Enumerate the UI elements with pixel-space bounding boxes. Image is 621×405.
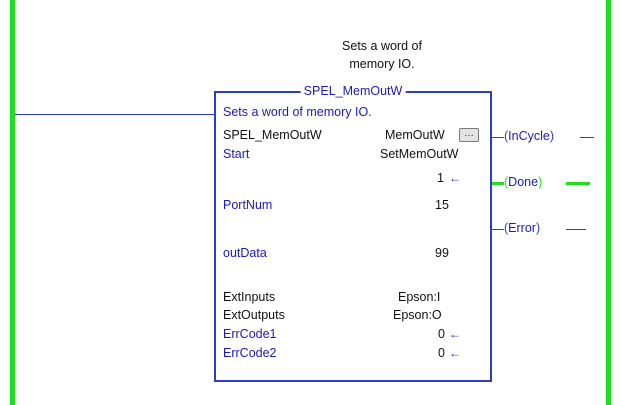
instance-label: SPEL_MemOutW <box>223 128 322 142</box>
done-coil[interactable]: (Done) <box>504 175 543 189</box>
done-wire-right <box>566 182 590 185</box>
left-arrow-icon: ← <box>449 327 461 341</box>
start-state: 1 <box>437 171 444 185</box>
left-arrow-icon: ← <box>449 346 461 360</box>
ellipsis-button-icon[interactable]: … <box>459 128 479 142</box>
incycle-label: InCycle <box>508 129 550 143</box>
spel-memoutw-block[interactable]: SPEL_MemOutW <box>214 84 492 382</box>
outdata-label: outData <box>223 246 267 260</box>
errcode2-value: 0 <box>438 346 445 360</box>
extinputs-value[interactable]: Epson:I <box>398 290 441 304</box>
rung-comment-line1: Sets a word of <box>342 39 422 53</box>
left-power-rail <box>10 0 15 405</box>
incycle-wire-left <box>492 137 504 138</box>
right-power-rail <box>606 0 611 405</box>
block-title: SPEL_MemOutW <box>300 84 406 99</box>
block-description: Sets a word of memory IO. <box>223 105 372 119</box>
errcode1-label: ErrCode1 <box>223 327 277 341</box>
instance-value[interactable]: MemOutW <box>385 128 445 142</box>
start-label: Start <box>223 147 250 161</box>
left-arrow-icon: ← <box>449 171 461 185</box>
extoutputs-value[interactable]: Epson:O <box>393 308 442 322</box>
outdata-value[interactable]: 99 <box>435 246 449 260</box>
incycle-coil[interactable]: (InCycle) <box>504 129 555 143</box>
rung-comment-line2: memory IO. <box>349 57 415 71</box>
portnum-value[interactable]: 15 <box>435 198 449 212</box>
errcode2-label: ErrCode2 <box>223 346 277 360</box>
error-label: Error <box>508 221 536 235</box>
incycle-wire-right <box>580 137 594 138</box>
extoutputs-label: ExtOutputs <box>223 308 285 322</box>
rung-comment: Sets a word of memory IO. <box>282 37 482 73</box>
done-label: Done <box>508 175 539 189</box>
error-coil[interactable]: (Error) <box>504 221 541 235</box>
error-wire-left <box>492 229 504 230</box>
rung-input-wire <box>15 114 215 115</box>
extinputs-label: ExtInputs <box>223 290 276 304</box>
errcode1-value: 0 <box>438 327 445 341</box>
start-value[interactable]: SetMemOutW <box>380 147 459 161</box>
portnum-label: PortNum <box>223 198 273 212</box>
done-wire-left <box>492 182 504 185</box>
error-wire-right <box>566 229 586 230</box>
